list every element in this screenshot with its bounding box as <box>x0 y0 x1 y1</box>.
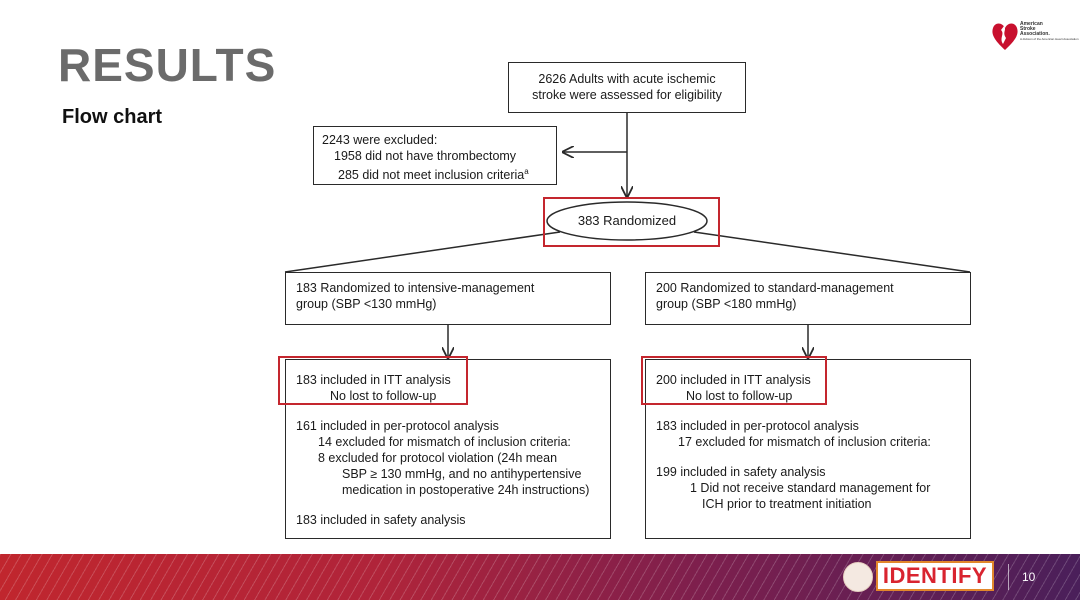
logo-line-3: Association. <box>1020 31 1050 37</box>
excluded-line-3-text: 285 did not meet inclusion criteria <box>338 168 525 183</box>
excluded-box: 2243 were excluded: 1958 did not have th… <box>313 126 557 185</box>
standard-safety-excl-line-2: ICH prior to treatment initiation <box>702 497 872 511</box>
intensive-group-box: 183 Randomized to intensive-management g… <box>285 272 611 325</box>
standard-outcomes-box: 200 included in ITT analysis No lost to … <box>645 359 971 539</box>
excluded-line-3: 285 did not meet inclusion criteriaa <box>322 164 556 183</box>
excluded-line-1: 2243 were excluded: <box>322 133 438 147</box>
standard-itt-followup: No lost to follow-up <box>686 389 793 403</box>
slide-subtitle: Flow chart <box>62 106 163 128</box>
intensive-pp: 161 included in per-protocol analysis <box>296 419 499 433</box>
connector-to-standard <box>693 231 971 273</box>
intensive-pp-excl2-line-3: medication in postoperative 24h instruct… <box>342 483 590 497</box>
excluded-line-2: 1958 did not have thrombectomy <box>334 149 517 163</box>
footer-divider <box>1008 564 1009 590</box>
excluded-superscript: a <box>524 167 529 176</box>
assessed-line-1: 2626 Adults with acute ischemic <box>538 72 716 86</box>
identify-badge-text: IDENTIFY <box>882 563 988 588</box>
intensive-group-line-2: group (SBP <130 mmHg) <box>296 297 437 311</box>
assessed-line-2: stroke were assessed for eligibility <box>532 88 722 102</box>
university-seal-icon <box>843 562 873 592</box>
intensive-itt-highlight <box>278 356 468 405</box>
intensive-itt-followup: No lost to follow-up <box>330 389 437 403</box>
randomized-ellipse <box>546 201 708 241</box>
slide-title: RESULTS <box>58 39 277 91</box>
connector-to-intensive <box>284 231 561 273</box>
american-stroke-association-logo: American Stroke Association. A division … <box>990 18 1079 54</box>
intensive-itt: 183 included in ITT analysis <box>296 373 451 387</box>
intensive-pp-excl2-line-1: 8 excluded for protocol violation (24h m… <box>318 451 558 465</box>
standard-group-line-2: group (SBP <180 mmHg) <box>656 297 797 311</box>
intensive-safety: 183 included in safety analysis <box>296 513 466 527</box>
intensive-pp-excl1: 14 excluded for mismatch of inclusion cr… <box>318 435 571 449</box>
standard-itt: 200 included in ITT analysis <box>656 373 811 387</box>
assessed-box: 2626 Adults with acute ischemic stroke w… <box>508 62 746 113</box>
standard-safety: 199 included in safety analysis <box>656 465 826 479</box>
standard-itt-highlight <box>641 356 827 405</box>
logo-line-2: Stroke <box>1020 26 1036 32</box>
logo-text: American Stroke Association. A division … <box>1020 21 1079 42</box>
heart-torch-icon <box>992 23 1018 50</box>
page-number: 10 <box>1022 570 1036 584</box>
intensive-group-line-1: 183 Randomized to intensive-management <box>296 281 535 295</box>
intensive-pp-excl2-line-2: SBP ≥ 130 mmHg, and no antihypertensive <box>342 467 582 481</box>
identify-badge: IDENTIFY <box>876 561 994 591</box>
standard-safety-excl-line-1: 1 Did not receive standard management fo… <box>690 481 931 495</box>
standard-group-box: 200 Randomized to standard-management gr… <box>645 272 971 325</box>
standard-pp: 183 included in per-protocol analysis <box>656 419 859 433</box>
intensive-outcomes-box: 183 included in ITT analysis No lost to … <box>285 359 611 539</box>
randomized-label: 383 Randomized <box>577 213 677 228</box>
standard-group-line-1: 200 Randomized to standard-management <box>656 281 894 295</box>
logo-tagline: A division of the American Heart Associa… <box>1020 37 1079 41</box>
logo-line-1: American <box>1020 21 1043 27</box>
standard-pp-excl1: 17 excluded for mismatch of inclusion cr… <box>678 435 931 449</box>
randomized-highlight <box>543 197 720 247</box>
